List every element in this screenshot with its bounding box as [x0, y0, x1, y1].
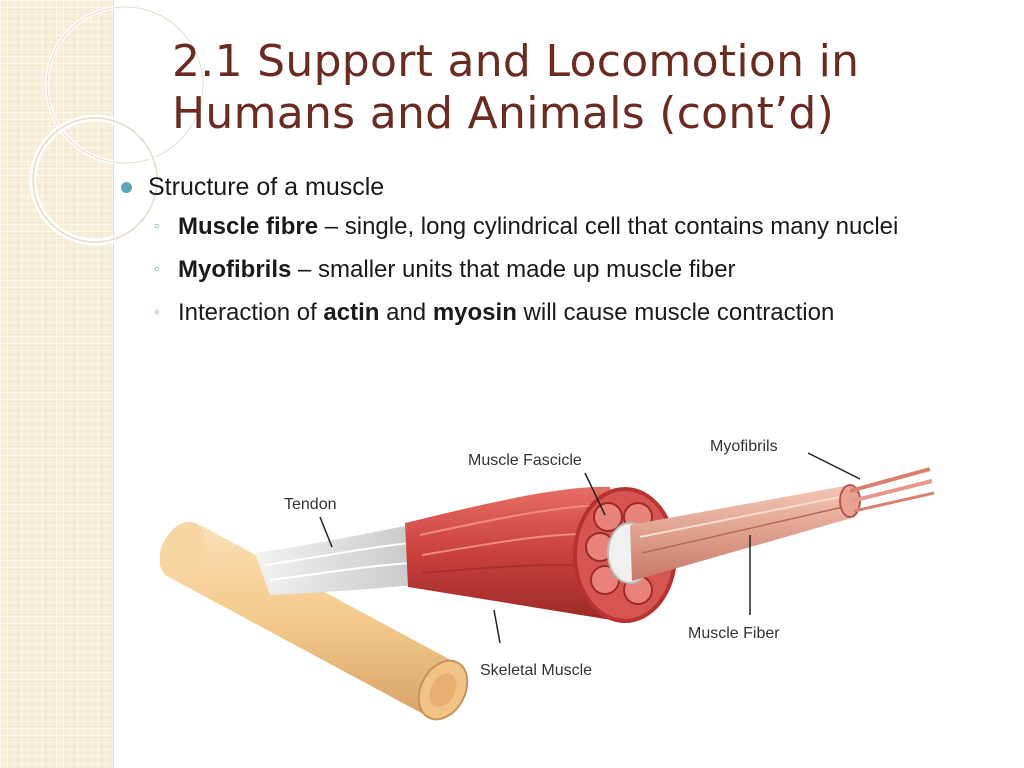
term-actin: actin: [323, 299, 380, 326]
title-line-2: Humans and Animals (cont’d): [172, 88, 835, 139]
leader-lines: [319, 452, 861, 644]
bullet-text: Structure of a muscle: [148, 173, 385, 201]
bullet-dot-icon: [121, 182, 132, 193]
interaction-pre: Interaction of: [178, 299, 324, 326]
sub-bullet-myofibrils: ◦ Myofibrils – smaller units that made u…: [118, 253, 948, 286]
sub-bullet-muscle-fibre: ◦ Muscle fibre – single, long cylindrica…: [118, 210, 948, 243]
ring-bullet-icon: ◦: [154, 304, 160, 321]
label-tendon: Tendon: [284, 496, 337, 513]
sub-bullet-interaction: ◦ Interaction of actin and myosin will c…: [118, 296, 948, 329]
muscle-structure-diagram: Tendon Muscle Fascicle Myofibrils Muscle…: [160, 438, 935, 721]
ring-bullet-icon: ◦: [154, 261, 160, 278]
bone: [160, 521, 469, 721]
sub-bullet-list: ◦ Muscle fibre – single, long cylindrica…: [118, 210, 978, 329]
term-myosin: myosin: [432, 299, 517, 326]
title-line-1: 2.1 Support and Locomotion in: [172, 36, 860, 87]
label-muscle-fiber: Muscle Fiber: [688, 625, 780, 642]
tendon: [255, 525, 415, 595]
term-myofibrils: Myofibrils: [178, 256, 292, 283]
label-skeletal-muscle: Skeletal Muscle: [480, 662, 592, 679]
interaction-post: will cause muscle contraction: [516, 299, 835, 326]
definition-muscle-fibre: – single, long cylindrical cell that con…: [318, 213, 899, 240]
bullet-structure: Structure of a muscle: [118, 170, 978, 204]
myofibrils-strands: [849, 467, 935, 513]
interaction-mid: and: [379, 299, 433, 326]
term-muscle-fibre: Muscle fibre: [178, 213, 319, 240]
muscle-fiber: [607, 484, 861, 584]
label-muscle-fascicle: Muscle Fascicle: [468, 452, 582, 469]
slide-content: Structure of a muscle ◦ Muscle fibre – s…: [118, 170, 978, 339]
definition-myofibrils: – smaller units that made up muscle fibe…: [291, 256, 736, 283]
ring-bullet-icon: ◦: [154, 218, 160, 235]
slide-title: 2.1 Support and Locomotion in Humans and…: [172, 36, 972, 140]
label-myofibrils: Myofibrils: [710, 438, 778, 455]
sidebar-pattern: [0, 0, 114, 768]
